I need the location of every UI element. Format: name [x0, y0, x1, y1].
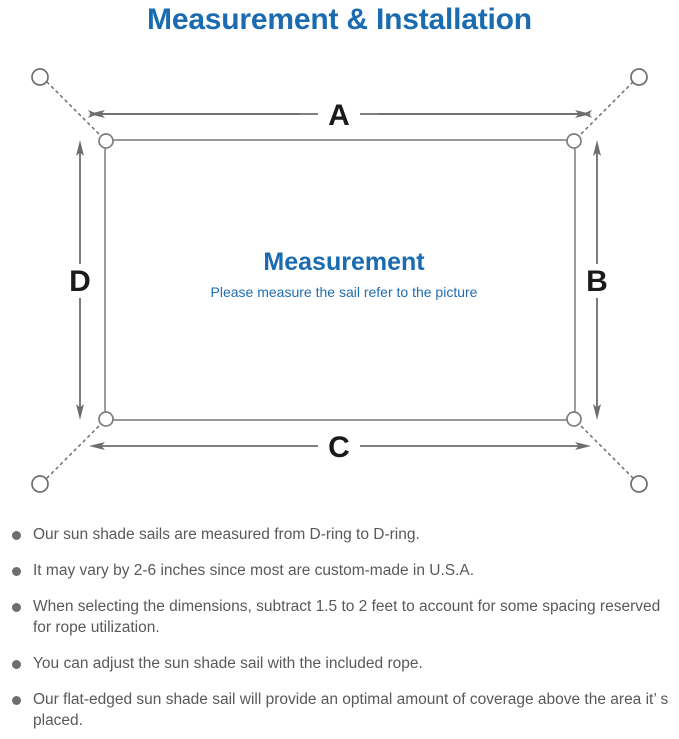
anchor-ring-bottom-right	[630, 475, 648, 493]
rope-line-bottom-left	[45, 421, 104, 480]
list-item: It may vary by 2-6 inches since most are…	[0, 560, 679, 581]
bullet-icon	[12, 567, 21, 576]
list-item: Our flat-edged sun shade sail will provi…	[0, 689, 679, 731]
rope-line-top-left	[45, 80, 104, 139]
dimension-label-a-text: A	[328, 99, 350, 132]
anchor-ring-top-left	[31, 68, 49, 86]
notes-list: Our sun shade sails are measured from D-…	[0, 524, 679, 731]
list-item-text: Our sun shade sails are measured from D-…	[33, 526, 420, 543]
list-item: When selecting the dimensions, subtract …	[0, 596, 679, 638]
d-ring-top-right	[566, 133, 582, 149]
list-item-text: When selecting the dimensions, subtract …	[33, 598, 661, 636]
bullet-icon	[12, 531, 21, 540]
diagram-center-heading: Measurement	[263, 248, 425, 276]
anchor-ring-bottom-left	[31, 475, 49, 493]
page-title: Measurement & Installation	[147, 3, 532, 36]
rope-line-top-right	[576, 80, 635, 139]
dimension-label-c: C	[328, 431, 350, 464]
sail-rectangle	[104, 139, 576, 421]
dimension-label-d: D	[69, 265, 91, 298]
bullet-icon	[12, 696, 21, 705]
anchor-ring-top-right	[630, 68, 648, 86]
list-item: You can adjust the sun shade sail with t…	[0, 653, 679, 674]
rope-line-bottom-right	[576, 421, 635, 480]
list-item-text: You can adjust the sun shade sail with t…	[33, 655, 423, 672]
list-item-text: Our flat-edged sun shade sail will provi…	[33, 691, 669, 729]
bullet-icon	[12, 660, 21, 669]
list-item-text: It may vary by 2-6 inches since most are…	[33, 562, 475, 579]
d-ring-bottom-left	[98, 411, 114, 427]
d-ring-top-left	[98, 133, 114, 149]
list-item: Our sun shade sails are measured from D-…	[0, 524, 679, 545]
dimension-label-b: B	[586, 265, 608, 298]
diagram-center-subheading: Please measure the sail refer to the pic…	[211, 284, 478, 300]
d-ring-bottom-right	[566, 411, 582, 427]
measurement-diagram: A A C D B Measurement Please measure th	[0, 48, 679, 510]
bullet-icon	[12, 603, 21, 612]
